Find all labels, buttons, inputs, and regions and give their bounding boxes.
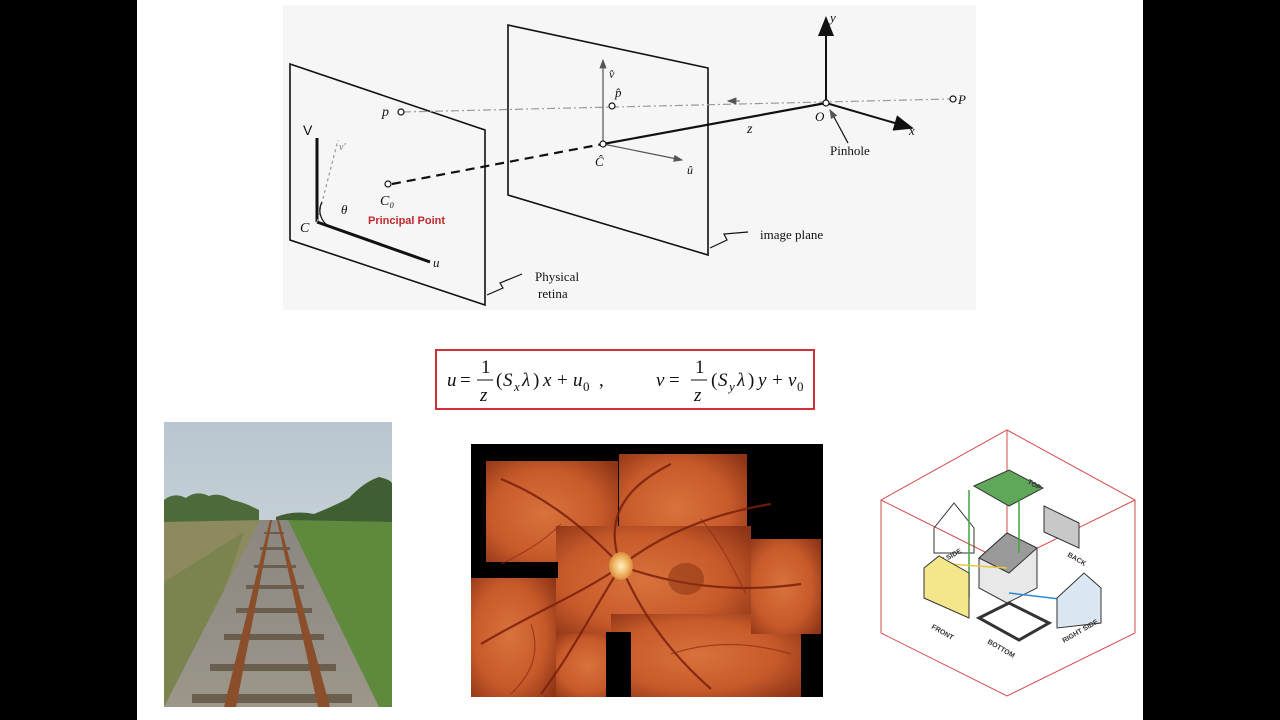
eq2-offset: v bbox=[788, 370, 797, 391]
principal-point-label: Principal Point bbox=[368, 215, 445, 227]
eq1-offset-sub: 0 bbox=[583, 379, 590, 394]
eq2-var: y bbox=[756, 370, 767, 391]
eq2-num: 1 bbox=[695, 357, 705, 378]
eq2-paren-open: ( bbox=[711, 370, 717, 391]
p-label: p bbox=[381, 105, 389, 120]
eq1-den: z bbox=[479, 385, 488, 406]
c-corner-label: C bbox=[300, 221, 310, 236]
eq2-equals: = bbox=[669, 370, 680, 391]
eq2-offset-sub: 0 bbox=[797, 379, 804, 394]
pinhole-label: Pinhole bbox=[830, 143, 870, 158]
physical-retina-plane bbox=[289, 62, 486, 307]
retina-leader bbox=[486, 273, 523, 296]
eq1-lhs: u bbox=[447, 370, 457, 391]
image-plane-label: image plane bbox=[760, 227, 823, 242]
orthographic-house-diagram: TOP BACK LEFT SIDE FRONT BOTTOM RIGHT SI… bbox=[880, 429, 1136, 697]
right-side-face bbox=[1056, 572, 1102, 629]
point-p bbox=[397, 108, 405, 116]
back-label: BACK bbox=[1066, 552, 1087, 568]
y-axis-label: y bbox=[828, 10, 836, 25]
theta-arc bbox=[319, 201, 335, 229]
ray-p-to-P bbox=[402, 98, 951, 113]
v-axis-label: V bbox=[303, 122, 313, 138]
u-axis-line bbox=[316, 220, 431, 264]
formula-box: u = 1 z ( S x λ ) x + u 0 , v = 1 z ( S … bbox=[435, 349, 815, 410]
v-prime-label: v' bbox=[339, 142, 346, 153]
retina-mosaic-image bbox=[471, 444, 823, 697]
eq2-lhs: v bbox=[656, 370, 665, 391]
u-axis-label: u bbox=[433, 255, 440, 270]
u-hat-label: û bbox=[687, 163, 693, 177]
eq2-paren-close: ) bbox=[748, 370, 754, 391]
eq2-lambda: λ bbox=[736, 370, 745, 391]
point-o bbox=[822, 99, 830, 107]
eq1-num: 1 bbox=[481, 357, 491, 378]
eq1-lambda: λ bbox=[521, 370, 530, 391]
top-view-face bbox=[972, 469, 1045, 507]
optic-disc bbox=[609, 552, 633, 580]
pinhole-camera-diagram: V v' θ C u p C₀ Principal Point Physical… bbox=[283, 5, 976, 310]
eq1-equals: = bbox=[460, 370, 471, 391]
eq1-offset: u bbox=[573, 370, 583, 391]
eq1-var: x bbox=[542, 370, 552, 391]
front-view-face bbox=[923, 555, 970, 619]
point-c-hat bbox=[599, 140, 607, 148]
c-hat-label: Ĉ bbox=[595, 154, 604, 169]
pinhole-leader bbox=[829, 108, 849, 144]
eq1-comma: , bbox=[599, 370, 604, 391]
eq1-paren-open: ( bbox=[496, 370, 502, 391]
optical-axis-dashed bbox=[391, 142, 604, 186]
P-label: P bbox=[957, 92, 966, 107]
eq1-plus: + bbox=[557, 370, 568, 391]
bottom-view-face bbox=[975, 601, 1053, 642]
x-axis bbox=[825, 102, 914, 131]
left-side-ghost bbox=[933, 502, 975, 554]
p-hat-label: p̂ bbox=[614, 85, 622, 100]
c0-label: C₀ bbox=[380, 194, 394, 209]
eq1-s-sub: x bbox=[513, 379, 520, 394]
o-label: O bbox=[815, 109, 825, 124]
eq2-s-sub: y bbox=[727, 379, 735, 394]
physical-retina-label-1: Physical bbox=[535, 269, 579, 284]
z-axis-label: z bbox=[746, 122, 753, 137]
diagram-background bbox=[283, 5, 976, 310]
optical-axis-solid bbox=[602, 101, 827, 146]
eq1-s: S bbox=[503, 370, 513, 391]
eq1-paren-close: ) bbox=[533, 370, 539, 391]
physical-retina-label-2: retina bbox=[538, 286, 568, 301]
x-axis-label: x bbox=[908, 123, 915, 138]
railway-tracks-photo bbox=[164, 422, 392, 707]
image-plane bbox=[507, 24, 709, 257]
point-P bbox=[949, 95, 957, 103]
u-hat-axis bbox=[602, 143, 684, 162]
bottom-label: BOTTOM bbox=[986, 639, 1016, 660]
theta-label: θ bbox=[341, 202, 348, 217]
image-plane-leader bbox=[709, 231, 749, 249]
v-hat-label: v̂ bbox=[609, 67, 615, 81]
macula bbox=[668, 563, 704, 595]
projection-formula: u = 1 z ( S x λ ) x + u 0 , v = 1 z ( S … bbox=[447, 357, 804, 406]
point-p-hat bbox=[608, 102, 616, 110]
eq2-den: z bbox=[693, 385, 702, 406]
eq2-plus: + bbox=[772, 370, 783, 391]
front-label: FRONT bbox=[930, 624, 955, 642]
eq2-s: S bbox=[718, 370, 728, 391]
back-view-face bbox=[1043, 505, 1080, 549]
point-c0 bbox=[384, 180, 392, 188]
